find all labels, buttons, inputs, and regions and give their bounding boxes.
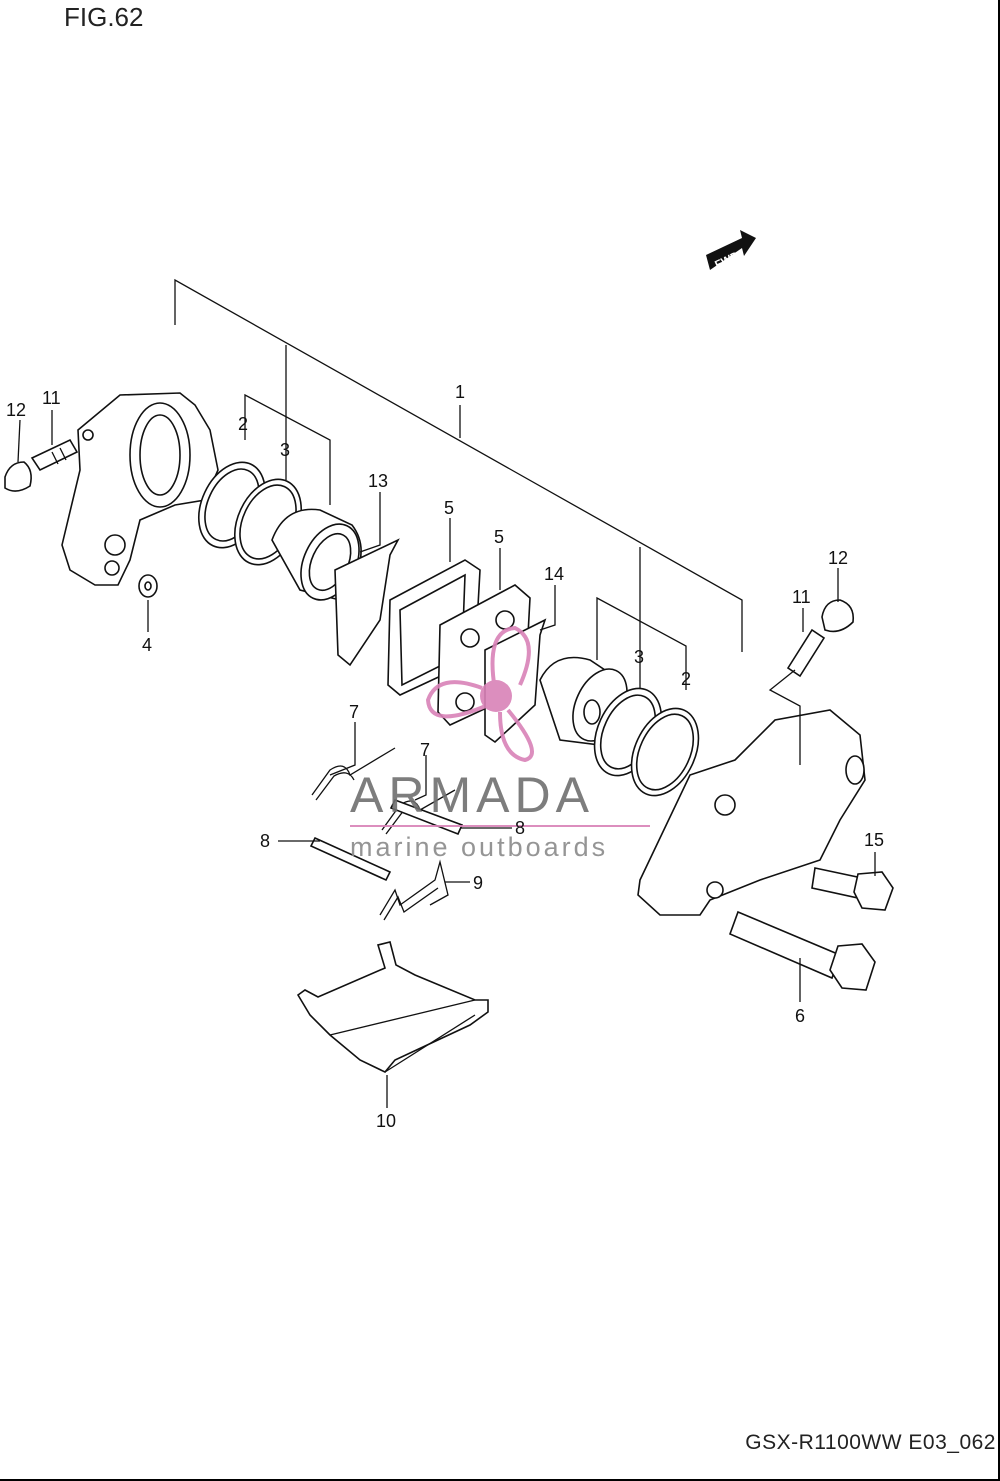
pad-spring (379, 859, 449, 921)
watermark-subtitle: marine outboards (350, 832, 608, 862)
callout-5-inner: 5 (494, 527, 504, 547)
leader-lines (17, 410, 876, 1108)
callout-15: 15 (864, 830, 884, 850)
armada-watermark: ARMADA marine outboards (350, 625, 650, 862)
figure-code: GSX-R1100WW E03_062 (745, 1431, 996, 1454)
callout-5-outer: 5 (444, 498, 454, 518)
callout-8-right: 8 (515, 818, 525, 838)
mounting-bolt-short (811, 867, 894, 911)
bleeder-cap-right (821, 599, 855, 633)
caliper-cover-plate (296, 941, 489, 1073)
pad-clip-upper (311, 747, 396, 801)
callout-3-right: 3 (634, 647, 644, 667)
callout-10: 10 (376, 1111, 396, 1131)
callout-2-right: 2 (681, 669, 691, 689)
piston-seals-left (198, 461, 302, 566)
pad-shim-left (334, 538, 400, 667)
callout-11-right: 11 (792, 587, 811, 607)
callout-13: 13 (368, 471, 388, 491)
callout-7-lower: 7 (420, 740, 430, 760)
propeller-logo-icon (425, 625, 534, 763)
bleeder-screw-right (768, 628, 826, 765)
left-caliper-housing (61, 392, 219, 586)
callout-4: 4 (142, 635, 152, 655)
bleeder-cap-left (4, 461, 32, 492)
callout-9: 9 (473, 873, 483, 893)
pad-pin-left (309, 836, 392, 882)
right-caliper-housing (637, 709, 866, 916)
callout-numbers: 1 2 3 13 5 5 14 3 2 12 11 12 11 4 7 7 8 … (6, 382, 884, 1131)
callout-8-left: 8 (260, 831, 270, 851)
callout-7-upper: 7 (349, 702, 359, 722)
washer (138, 574, 158, 598)
callout-12-left: 12 (6, 400, 26, 420)
callout-6: 6 (795, 1006, 805, 1026)
callout-11-left: 11 (42, 388, 61, 408)
callout-12-right: 12 (828, 548, 848, 568)
callout-3-left: 3 (280, 440, 290, 460)
callout-2-left: 2 (238, 414, 248, 434)
mounting-bolt-long (728, 910, 876, 991)
fwd-arrow-icon: FWD (706, 230, 756, 271)
piston-seals-right (593, 687, 700, 797)
figure-title: FIG.62 (64, 2, 144, 32)
callout-1: 1 (455, 382, 465, 402)
bleeder-screw-left (30, 438, 79, 472)
assembly-bracket (174, 278, 743, 690)
callout-14: 14 (544, 564, 564, 584)
watermark-title: ARMADA (350, 767, 594, 823)
